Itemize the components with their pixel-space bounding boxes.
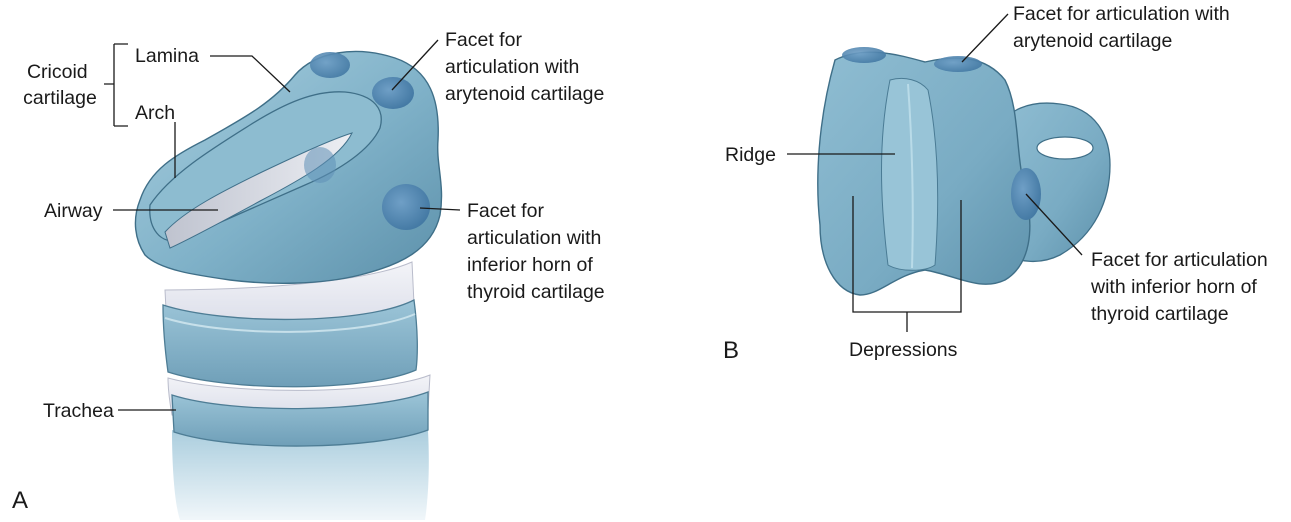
inner-facet-shadow [304, 147, 336, 183]
facet-thyroid-label-b: Facet for articulation with inferior hor… [1090, 249, 1273, 325]
ridge-label: Ridge [725, 144, 776, 166]
arytenoid-facet-left [310, 52, 350, 78]
ring-edge-highlight [164, 313, 416, 333]
panel-b-letter: B [723, 337, 739, 364]
thyroid-facet [382, 184, 430, 230]
trachea-label: Trachea [43, 400, 114, 422]
tracheal-ring-lower [171, 391, 429, 447]
arch-label: Arch [135, 102, 175, 124]
cricoid-label: Cricoid cartilage [23, 61, 97, 109]
lamina-label: Lamina [135, 45, 199, 67]
trachea-lower-segment [172, 430, 429, 520]
panel-b-illustration [817, 47, 1111, 296]
facet-arytenoid-label-b: Facet for articulation with arytenoid ca… [1013, 3, 1235, 52]
tracheal-ring-middle [162, 299, 418, 388]
ridge-highlight [907, 83, 914, 269]
arytenoid-facet-b-right [934, 56, 982, 72]
facet-arytenoid-label-a: Facet for articulation with arytenoid ca… [445, 29, 604, 105]
panel-a-illustration [134, 50, 443, 520]
facet-thyroid-label-a: Facet for articulation with inferior hor… [467, 200, 607, 303]
airway-label: Airway [44, 200, 103, 222]
arytenoid-facet-b-left [842, 47, 886, 63]
panel-a-labels: Cricoid cartilage Lamina Arch Airway Tra… [12, 29, 607, 514]
depressions-label: Depressions [849, 339, 958, 361]
panel-a-leaders [104, 39, 461, 411]
arytenoid-facet-right [372, 77, 414, 109]
panel-b-labels: Facet for articulation with arytenoid ca… [723, 3, 1273, 364]
arch-loop-opening [1036, 136, 1094, 160]
median-ridge [881, 77, 939, 271]
panel-a-letter: A [12, 487, 28, 514]
panel-b-leaders [787, 13, 1083, 332]
